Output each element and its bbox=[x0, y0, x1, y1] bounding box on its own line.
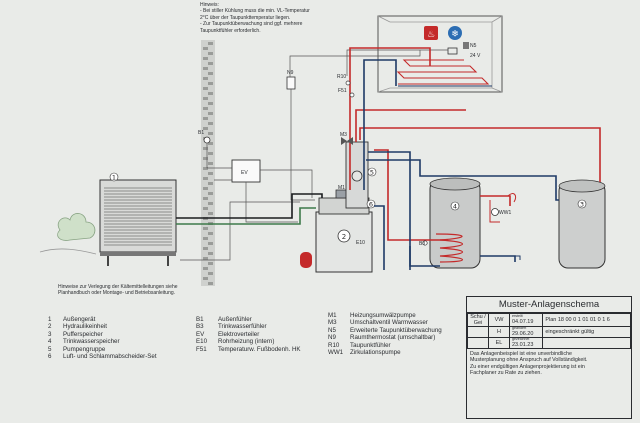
unit-label-1: 1 bbox=[112, 174, 116, 182]
buffer-tank bbox=[558, 179, 606, 269]
unit-label-2: 2 bbox=[342, 233, 346, 241]
svg-text:❄: ❄ bbox=[451, 30, 459, 40]
hint-title: Hinweis: bbox=[200, 2, 219, 8]
hint-note: Hinweis: - Bei stiller Kühlung muss die … bbox=[200, 2, 310, 34]
validity-note: eingeschränkt gültig bbox=[542, 326, 631, 338]
hydraulic-unit: 2 bbox=[315, 189, 373, 273]
hint-line: - Zur Taupunktüberwachung sind ggf. mehr… bbox=[200, 21, 303, 28]
dew-point-sensor-icon bbox=[463, 42, 469, 49]
plan-number: Plan 18 00 0 1 01 01 0 1 6 bbox=[542, 313, 631, 327]
revision-key: EL bbox=[488, 337, 510, 349]
author-key: Schu / Gei bbox=[467, 313, 489, 327]
label-voltage: 24 V bbox=[470, 53, 481, 59]
revision-key: H bbox=[488, 326, 510, 338]
hint-line: - Bei stiller Kühlung muss die min. VL-T… bbox=[200, 8, 310, 15]
hint-line: Taupunktfühler erforderlich. bbox=[200, 27, 261, 34]
cooling-mode-icon bbox=[448, 26, 462, 40]
temp-monitor-f51 bbox=[349, 92, 355, 98]
outdoor-unit bbox=[99, 179, 177, 266]
pipework bbox=[176, 47, 601, 270]
tap-icon bbox=[507, 193, 517, 203]
label-f51: F51 bbox=[338, 88, 347, 94]
pipe-note-line: Hinweise zur Verlegung der Kältemittelle… bbox=[58, 284, 178, 290]
floor-heating-loop bbox=[396, 59, 490, 85]
label-m3: M3 bbox=[340, 132, 347, 138]
brick-wall bbox=[201, 40, 215, 286]
room-thermostat-n9 bbox=[286, 76, 296, 90]
label-b3: B3 bbox=[419, 241, 425, 247]
heating-mode-icon bbox=[424, 26, 438, 40]
outdoor-sensor-b1 bbox=[203, 136, 211, 144]
svg-text:♨: ♨ bbox=[427, 30, 435, 40]
label-m1: M1 bbox=[338, 185, 345, 191]
title-block: Muster-Anlagenschema Schu / Gei VW erste… bbox=[466, 296, 632, 419]
expansion-vessel bbox=[300, 252, 312, 268]
control-wiring bbox=[180, 49, 448, 261]
dhw-sensor-b3 bbox=[422, 240, 428, 246]
pipe-note-line: Planhandbuch oder Montage- und Betriebsa… bbox=[58, 290, 176, 297]
revision-key: VW bbox=[488, 313, 510, 327]
label-ww1: WW1 bbox=[499, 210, 511, 216]
label-ev: EV bbox=[241, 170, 248, 176]
label-e10: E10 bbox=[356, 240, 365, 246]
circulation-pump-ww1 bbox=[491, 208, 499, 216]
room-thermostat-box bbox=[447, 47, 458, 55]
unit-label-3: 3 bbox=[580, 201, 584, 209]
label-b1: B1 bbox=[198, 130, 204, 136]
unit-label-6: 6 bbox=[369, 201, 373, 209]
dew-sensor-r10 bbox=[345, 80, 351, 86]
hint-line: 2°C über der Taupunkttemperatur liegen. bbox=[200, 14, 291, 21]
label-n9: N9 bbox=[287, 70, 294, 76]
unit-label-5: 5 bbox=[370, 169, 374, 177]
refrigerant-pipe-note: Hinweise zur Verlegung der Kältemittelle… bbox=[58, 284, 178, 297]
disclaimer: Das Anlagenbeispiel ist eine unverbindli… bbox=[470, 351, 588, 377]
unit-label-4: 4 bbox=[453, 203, 457, 211]
dhw-tank bbox=[429, 177, 481, 269]
title-block-heading: Muster-Anlagenschema bbox=[467, 297, 631, 313]
diverter-valve-m3 bbox=[341, 137, 353, 145]
label-n5: N5 bbox=[470, 43, 477, 49]
tree-sketch bbox=[57, 213, 96, 241]
label-r10: R10 bbox=[337, 74, 346, 80]
